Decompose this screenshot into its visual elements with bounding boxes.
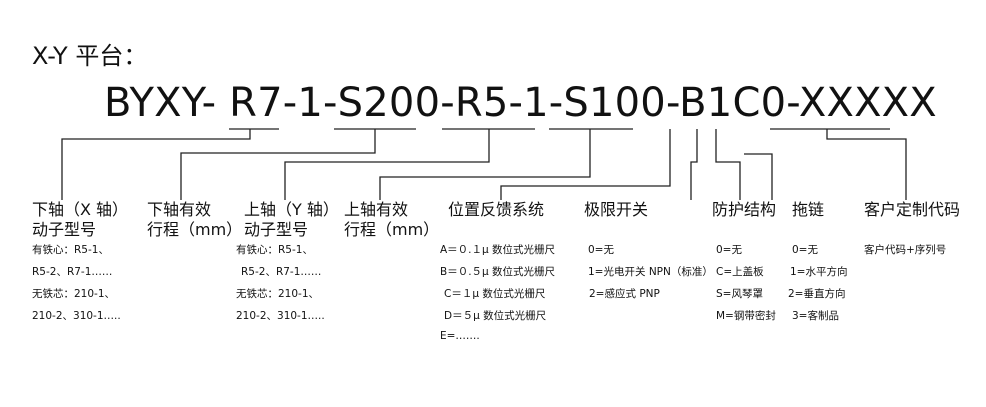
limit-option-2: 2=感应式 PNP <box>589 288 660 300</box>
drag-chain-option-1: 1=水平方向 <box>790 266 848 278</box>
category-y-mover: 上轴（Y 轴） 动子型号 <box>244 200 339 239</box>
model-code: BYXY- R7-1-S200-R5-1-S100-B1C0-XXXXX <box>104 80 937 126</box>
y-mover-detail-0: 有铁心：R5-1、 <box>236 244 313 256</box>
y-mover-detail-1: R5-2、R7-1…… <box>241 266 322 278</box>
drag-chain-option-2: 2=垂直方向 <box>788 288 846 300</box>
category-protection: 防护结构 <box>712 200 777 219</box>
category-feedback: 位置反馈系统 <box>448 200 545 219</box>
drag-chain-option-0: 0=无 <box>792 244 818 256</box>
feedback-option-b: B＝０.５μ 数位式光栅尺 <box>440 266 556 278</box>
connector-custom <box>826 129 907 200</box>
connector-limit <box>690 129 698 200</box>
protection-option-m: M=钢带密封 <box>716 310 776 322</box>
connector-x-mover <box>61 129 251 200</box>
y-mover-detail-3: 210-2、310-1….. <box>236 310 325 322</box>
x-mover-detail-0: 有铁心：R5-1、 <box>32 244 109 256</box>
protection-option-0: 0=无 <box>716 244 742 256</box>
limit-option-0: 0=无 <box>588 244 614 256</box>
protection-option-s: S=风琴罩 <box>716 288 763 300</box>
connector-feedback <box>500 129 671 200</box>
category-x-stroke: 下轴有效 行程（mm） <box>147 200 243 239</box>
protection-option-c: C=上盖板 <box>716 266 764 278</box>
category-drag-chain: 拖链 <box>792 200 825 219</box>
feedback-option-c: C＝１μ 数位式光栅尺 <box>444 288 546 300</box>
limit-option-1: 1=光电开关 NPN（标准） <box>588 266 713 278</box>
connector-drag-chain <box>744 153 773 200</box>
feedback-option-d: D＝５μ 数位式光栅尺 <box>444 310 547 322</box>
connector-y-mover <box>284 129 490 200</box>
category-custom: 客户定制代码 <box>864 200 961 219</box>
feedback-option-a: A＝０.１μ 数位式光栅尺 <box>440 244 556 256</box>
category-limit-switch: 极限开关 <box>584 200 649 219</box>
custom-code-detail: 客户代码+序列号 <box>864 244 947 256</box>
x-mover-detail-1: R5-2、R7-1…… <box>32 266 113 278</box>
feedback-option-e: E=……. <box>440 330 480 342</box>
y-mover-detail-2: 无铁芯：210-1、 <box>236 288 320 300</box>
category-x-mover: 下轴（X 轴） 动子型号 <box>32 200 129 239</box>
category-y-stroke: 上轴有效 行程（mm） <box>344 200 440 239</box>
page-title: X-Y 平台： <box>32 42 148 70</box>
drag-chain-option-3: 3=客制品 <box>792 310 839 322</box>
connector-protection <box>715 129 741 200</box>
connector-y-stroke <box>379 129 591 200</box>
connector-x-stroke <box>180 129 376 200</box>
x-mover-detail-3: 210-2、310-1….. <box>32 310 121 322</box>
x-mover-detail-2: 无铁芯：210-1、 <box>32 288 116 300</box>
